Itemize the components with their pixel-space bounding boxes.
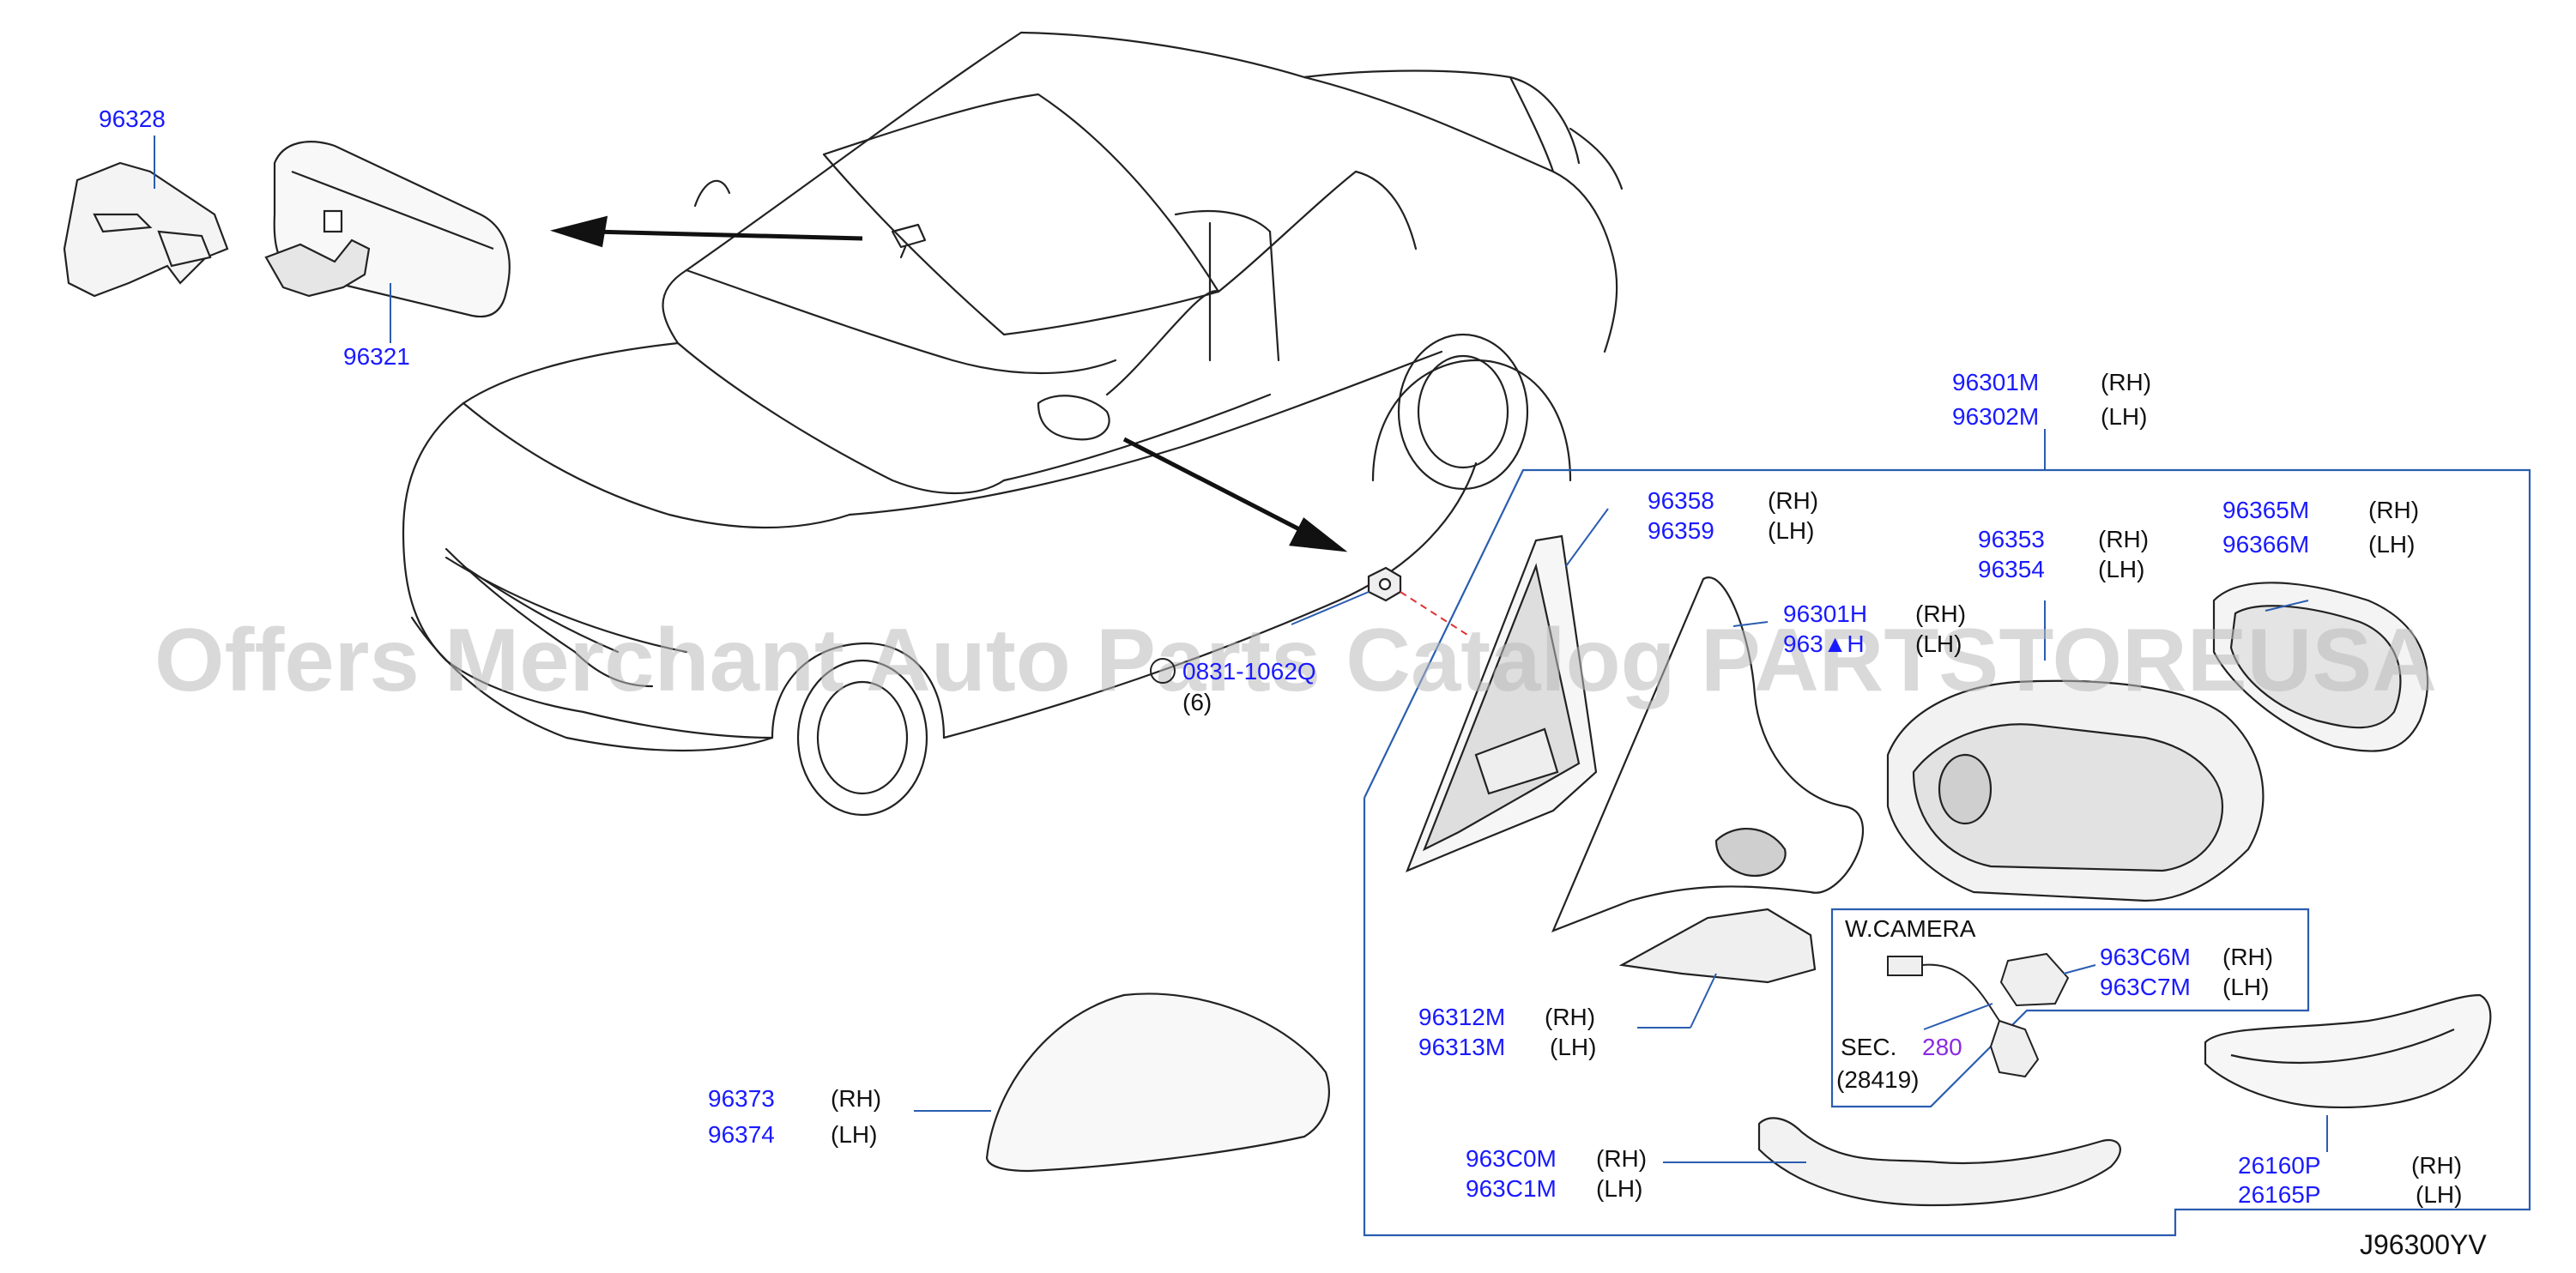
part-963C7M[interactable]: 963C7M [2100,974,2191,1000]
interior-mirror-drawing [264,141,511,318]
mirror-base-drawing [1406,534,1598,873]
mirror-glass-outer-drawing [2212,582,2429,752]
part-96359[interactable]: 96359 [1648,517,1714,544]
side-lh: (LH) [2101,403,2147,430]
side-rh: (RH) [1768,487,1818,514]
camera-connector-drawing [1887,956,1923,976]
part-96301M[interactable]: 96301M [1952,369,2039,395]
side-rh: (RH) [831,1085,881,1112]
part-96302H[interactable]: 963▲H [1783,630,1865,657]
part-96354[interactable]: 96354 [1978,556,2045,582]
side-rh: (RH) [2368,497,2419,523]
camera-unit-drawing [1989,1019,2040,1078]
camera-box [1830,908,2310,1108]
side-lh: (LH) [2416,1181,2462,1208]
part-96374[interactable]: 96374 [708,1121,775,1148]
part-96312M[interactable]: 96312M [1418,1004,1505,1030]
camera-bracket-drawing [1999,952,2070,1007]
part-96358[interactable]: 96358 [1648,487,1714,514]
fastener-axis-line [1400,591,1468,636]
side-lh: (LH) [2222,974,2269,1000]
part-96366M[interactable]: 96366M [2222,531,2309,558]
side-lh: (LH) [1915,630,1962,657]
assembly-boundary [1363,468,2531,1237]
part-963C1M[interactable]: 963C1M [1466,1175,1557,1202]
side-rh: (RH) [1596,1145,1647,1172]
interior-mirror-cover-drawing [63,161,229,298]
mirror-cap-drawing [985,992,1330,1173]
side-rh: (RH) [2101,369,2151,395]
side-lh: (LH) [831,1121,877,1148]
watermark-text: Offers Merchant Auto Parts Catalog PARTS… [154,611,2437,710]
mirror-housing-drawing [1886,679,2265,902]
part-96365M[interactable]: 96365M [2222,497,2309,523]
section-label: SEC. [1841,1034,1896,1060]
fastener-nut-drawing [1367,566,1402,602]
part-labels: 96328 96321 96301M (RH) 96302M (LH) 9635… [99,106,2487,1260]
part-963C0M[interactable]: 963C0M [1466,1145,1557,1172]
side-rh: (RH) [2098,526,2149,552]
fastener-symbol-icon [1150,658,1176,684]
section-reference: (28419) [1836,1066,1920,1093]
part-963C6M[interactable]: 963C6M [2100,944,2191,970]
side-rh: (RH) [1915,600,1966,627]
callout-arrows [549,215,1348,552]
part-96328[interactable]: 96328 [99,106,166,132]
side-lh: (LH) [2368,531,2415,558]
mirror-glass-drawing [1551,576,1864,932]
part-96373[interactable]: 96373 [708,1085,775,1112]
leader-lines [154,136,2328,1163]
side-lh: (LH) [1596,1175,1642,1202]
part-96313M[interactable]: 96313M [1418,1034,1505,1060]
part-96302M[interactable]: 96302M [1952,403,2039,430]
side-rh: (RH) [1545,1004,1595,1030]
part-26160P[interactable]: 26160P [2238,1152,2321,1179]
diagram-code: J96300YV [2360,1229,2487,1260]
section-number-link[interactable]: 280 [1922,1034,1962,1060]
fastener-quantity: (6) [1182,689,1212,715]
lower-cover-drawing [1757,1117,2121,1207]
part-96353[interactable]: 96353 [1978,526,2045,552]
side-lh: (LH) [2098,556,2144,582]
turn-signal-drawing [2204,993,2492,1109]
part-26165P[interactable]: 26165P [2238,1181,2321,1208]
side-rh: (RH) [2222,944,2273,970]
part-fastener[interactable]: 0831-1062Q [1182,658,1316,685]
side-lh: (LH) [1768,517,1814,544]
camera-box-title: W.CAMERA [1845,915,1976,942]
base-cover-drawing [1618,908,1817,984]
side-lh: (LH) [1550,1034,1596,1060]
part-96321[interactable]: 96321 [343,343,410,370]
car-outline-drawing [402,31,1624,817]
part-96301H[interactable]: 96301H [1783,600,1867,627]
side-rh: (RH) [2411,1152,2462,1179]
